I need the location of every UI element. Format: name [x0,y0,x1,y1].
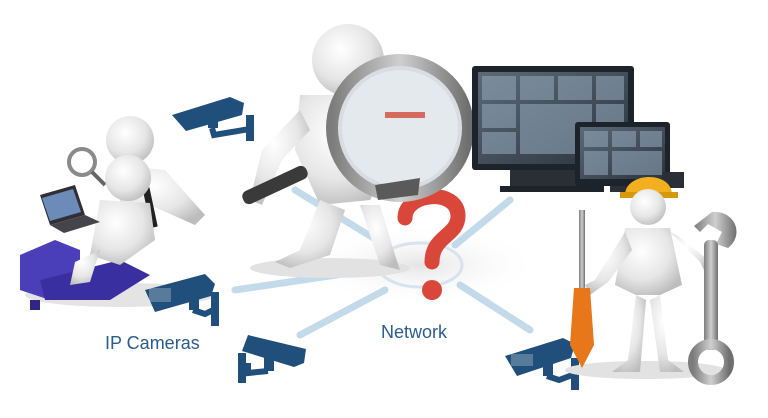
ip-camera-icon [505,338,579,390]
network-line-camera-low [296,286,389,339]
ip-camera-icon [172,97,254,141]
ip-camera-icon [238,335,306,383]
technician-figure [565,176,737,385]
magnifier-figure [242,24,474,278]
network-label: Network [381,322,448,342]
network-line-monitors [451,196,514,249]
laptop-users [20,116,215,310]
ip-camera-icon [145,274,219,326]
monitors [472,66,684,192]
network-hub-shadow [300,225,540,305]
ip-cameras-label: IP Cameras [105,333,200,353]
network-line-technician [456,281,534,334]
question-mark [397,189,466,300]
